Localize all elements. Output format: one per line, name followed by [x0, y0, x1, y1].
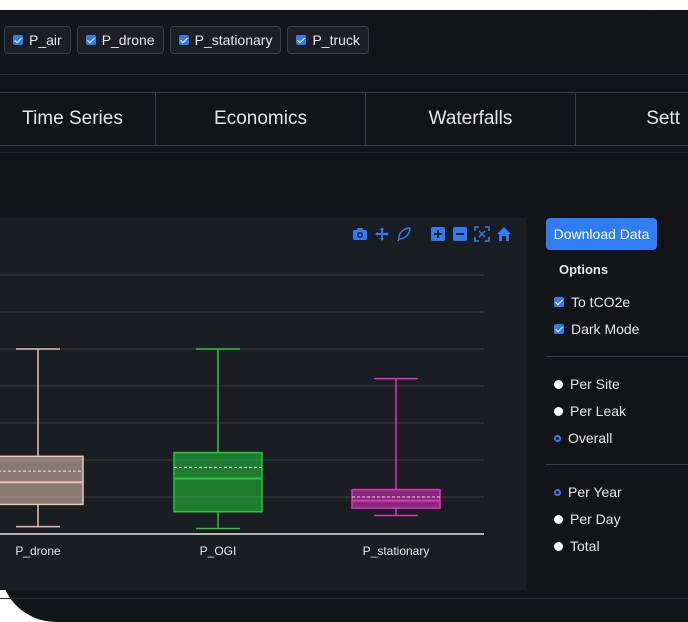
radio-icon[interactable]: [554, 541, 563, 551]
zoom-in-icon[interactable]: [430, 226, 446, 242]
x-tick-label: P_OGI: [200, 544, 237, 558]
checkbox-label: P_air: [29, 32, 62, 48]
checkbox-checked-icon[interactable]: [178, 35, 189, 45]
radio-label: Total: [570, 538, 600, 554]
scenario-checkbox-bar: P_air P_drone P_stationary P_truck: [0, 26, 369, 56]
plot-modebar: [352, 226, 512, 242]
checkbox-p-stationary[interactable]: P_stationary: [169, 26, 282, 54]
camera-icon[interactable]: [352, 226, 368, 242]
divider: [546, 464, 688, 465]
checkbox-checked-icon[interactable]: [296, 35, 307, 45]
tab-time-series[interactable]: Time Series: [0, 93, 156, 145]
checkbox-to-tco2e[interactable]: To tCO2e: [554, 294, 630, 310]
divider: [546, 356, 688, 357]
box-plot-svg: P_drone P_OGI P_stationary: [0, 274, 484, 558]
radio-per-leak[interactable]: Per Leak: [554, 403, 626, 419]
box-iqr: [351, 488, 441, 509]
divider: [0, 598, 688, 599]
radio-per-day[interactable]: Per Day: [554, 511, 621, 527]
lasso-icon[interactable]: [396, 226, 412, 242]
tab-bar: Time Series Economics Waterfalls Sett: [0, 92, 688, 146]
x-tick-label: P_stationary: [363, 544, 430, 558]
radio-overall[interactable]: Overall: [554, 430, 612, 446]
radio-label: Per Site: [570, 376, 620, 392]
box-iqr: [173, 451, 263, 513]
checkbox-checked-icon[interactable]: [554, 324, 564, 334]
radio-label: Per Day: [570, 511, 621, 527]
home-icon[interactable]: [496, 226, 512, 242]
checkbox-p-air[interactable]: P_air: [4, 26, 71, 54]
radio-icon[interactable]: [554, 379, 563, 389]
checkbox-label: To tCO2e: [571, 294, 631, 310]
checkbox-label: P_drone: [101, 32, 155, 48]
radio-selected-icon[interactable]: [554, 434, 561, 442]
checkbox-p-drone[interactable]: P_drone: [76, 26, 164, 54]
checkbox-label: P_truck: [312, 32, 360, 48]
radio-per-site[interactable]: Per Site: [554, 376, 620, 392]
download-data-button[interactable]: Download Data: [546, 218, 657, 250]
radio-label: Per Leak: [570, 403, 627, 419]
divider: [0, 152, 688, 153]
checkbox-checked-icon[interactable]: [13, 35, 23, 45]
tab-economics[interactable]: Economics: [156, 93, 366, 145]
pan-icon[interactable]: [374, 226, 390, 242]
autoscale-icon[interactable]: [474, 226, 490, 242]
radio-selected-icon[interactable]: [554, 488, 561, 496]
options-panel: Download Data Options To tCO2e Dark Mode…: [546, 218, 688, 554]
tab-settings[interactable]: Sett: [646, 108, 680, 129]
zoom-out-icon[interactable]: [452, 226, 468, 242]
box-iqr: [0, 455, 84, 506]
radio-icon[interactable]: [554, 406, 563, 416]
checkbox-p-truck[interactable]: P_truck: [287, 26, 369, 54]
radio-label: Overall: [568, 430, 613, 446]
radio-total[interactable]: Total: [554, 538, 600, 554]
options-title: Options: [559, 262, 609, 277]
checkbox-label: Dark Mode: [571, 321, 640, 337]
radio-icon[interactable]: [554, 514, 563, 524]
x-tick-label: P_drone: [15, 544, 61, 558]
radio-label: Per Year: [568, 484, 622, 500]
radio-per-year[interactable]: Per Year: [554, 484, 622, 500]
checkbox-label: P_stationary: [194, 32, 273, 48]
divider: [0, 74, 688, 75]
tab-waterfalls[interactable]: Waterfalls: [366, 93, 576, 145]
checkbox-checked-icon[interactable]: [85, 35, 96, 45]
box-plot[interactable]: P_drone P_OGI P_stationary: [0, 218, 526, 590]
checkbox-dark-mode[interactable]: Dark Mode: [554, 321, 639, 337]
checkbox-checked-icon[interactable]: [554, 297, 564, 307]
